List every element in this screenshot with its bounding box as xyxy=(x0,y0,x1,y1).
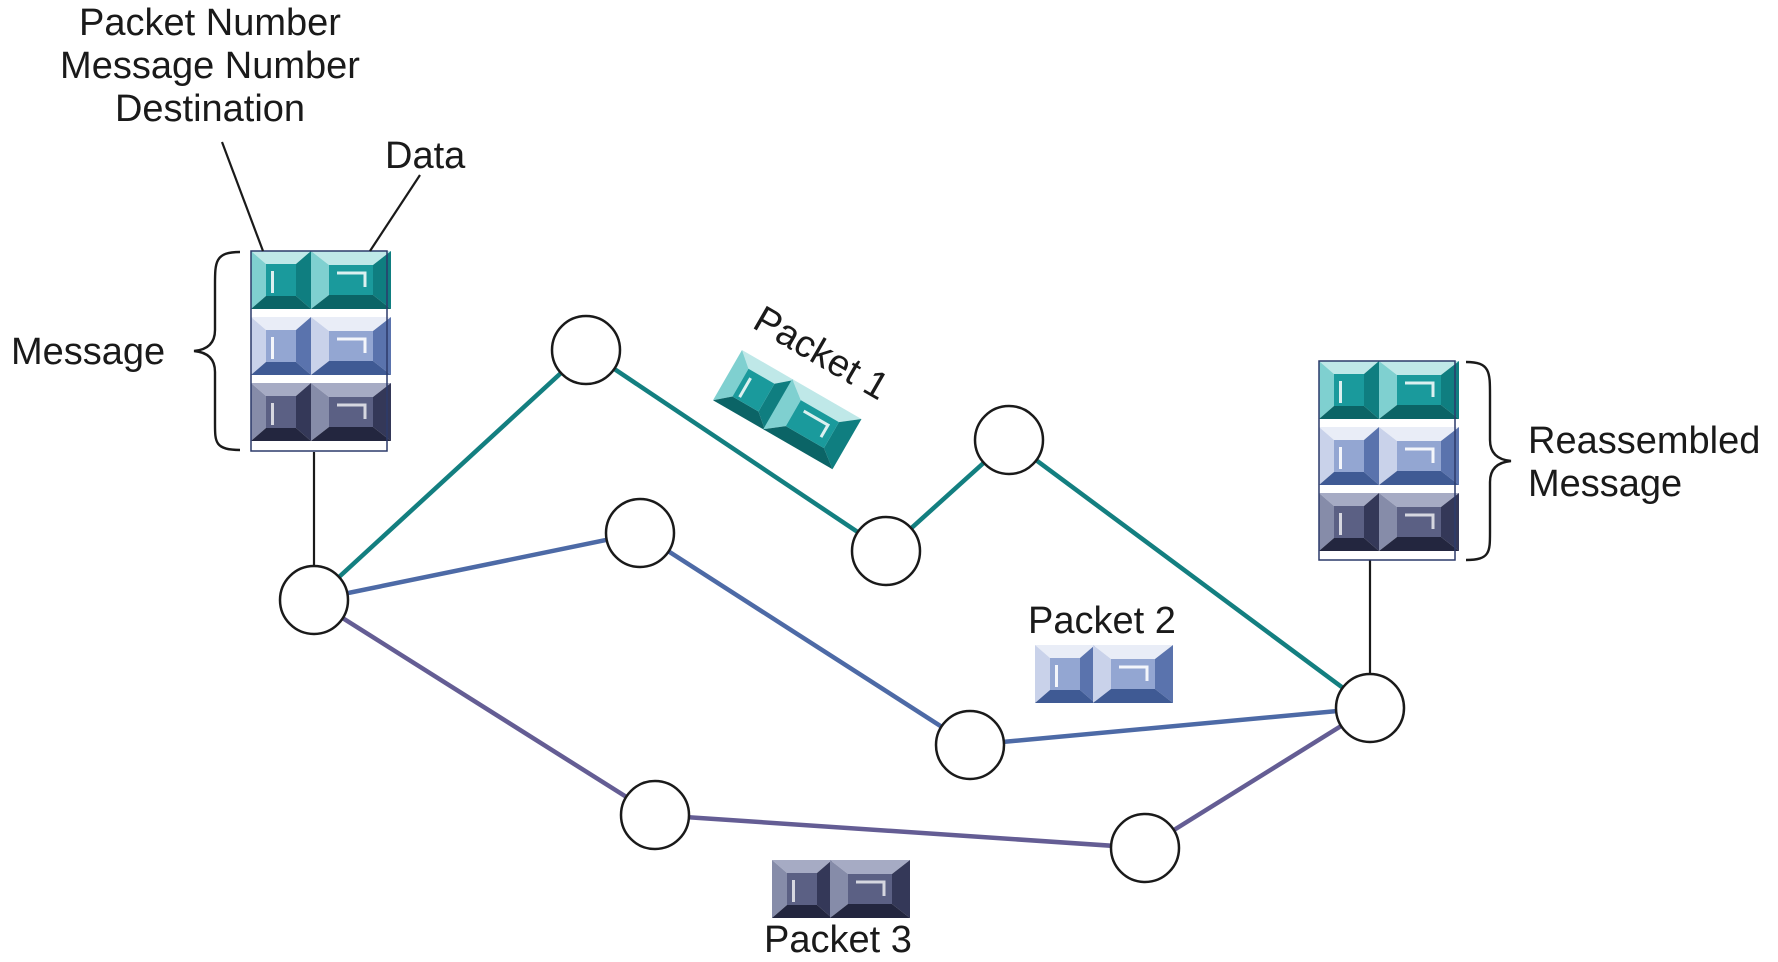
router-a xyxy=(550,314,622,386)
header-label-message-number: Message Number xyxy=(60,45,360,87)
header-label-packet-number: Packet Number xyxy=(79,2,341,44)
message-brace xyxy=(193,250,241,452)
route-packet-2 xyxy=(313,530,1371,748)
message-label: Message xyxy=(11,331,165,373)
data-label: Data xyxy=(385,135,466,177)
message-packet-2-block xyxy=(251,315,393,377)
message-packet-1-block xyxy=(251,249,393,311)
original-message-stack xyxy=(250,249,393,452)
router-c xyxy=(973,404,1045,476)
router-f xyxy=(619,779,691,851)
router-g xyxy=(1109,812,1181,884)
packet-2-label: Packet 2 xyxy=(1028,600,1176,642)
header-label-destination: Destination xyxy=(115,88,305,130)
header-leader-line xyxy=(220,141,265,252)
route-packet-1 xyxy=(312,348,1372,710)
reassembled-label-line-2: Message xyxy=(1528,463,1682,505)
router-b xyxy=(850,515,922,587)
reassembled-brace xyxy=(1465,360,1512,562)
packet-2-block xyxy=(1035,643,1175,705)
packet-3-label: Packet 3 xyxy=(764,919,912,961)
reassembled-label-line-1: Reassembled xyxy=(1528,420,1760,462)
destination-router xyxy=(1334,672,1406,744)
source-router xyxy=(278,564,350,636)
router-e xyxy=(934,709,1006,781)
packet-3-block xyxy=(772,858,912,920)
router-d xyxy=(604,497,676,569)
route-packet-3 xyxy=(312,598,1372,851)
data-leader-line xyxy=(369,174,421,252)
message-packet-3-block xyxy=(251,381,393,443)
reassembled-message-stack xyxy=(1318,359,1461,561)
